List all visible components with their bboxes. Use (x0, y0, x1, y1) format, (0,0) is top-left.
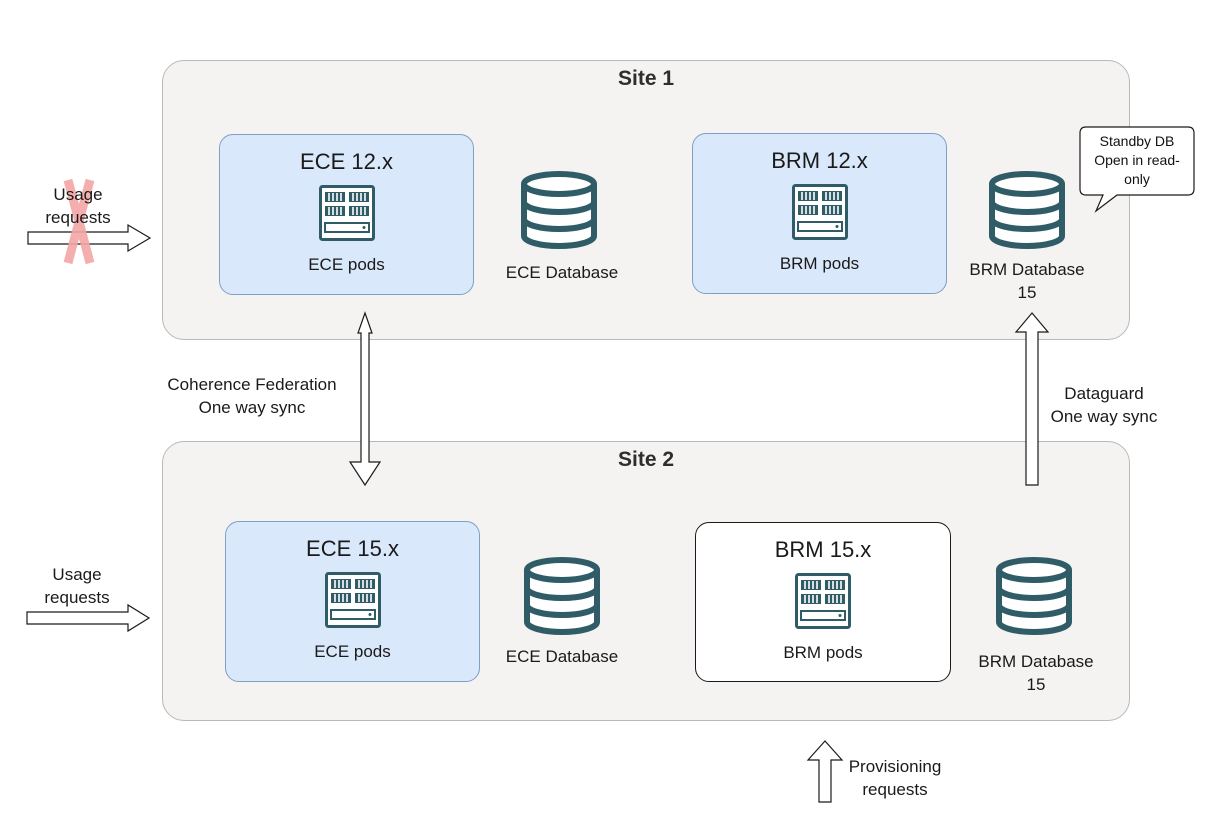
callout-line-1: Standby DB (1099, 133, 1175, 149)
usage-arrow-site-2 (26, 603, 151, 633)
server-icon (791, 184, 848, 245)
site-1-brm-database-label-line-1: BRM Database (969, 260, 1085, 279)
standby-db-callout (1079, 126, 1195, 213)
site-2-ece-pods-label: ECE pods (314, 642, 391, 661)
site-2-brm-pods-label: BRM pods (783, 643, 863, 662)
usage-arrow-site-1 (27, 223, 152, 253)
site-1-usage-line-1: Usage (53, 185, 103, 204)
site-2-ece-title: ECE 15.x (306, 536, 399, 561)
dataguard-label: Dataguard One way sync (1039, 382, 1169, 428)
coherence-sync-arrow (348, 311, 382, 487)
site-1-usage-requests-label: Usage requests (28, 183, 128, 229)
site-2-ece-database-icon (527, 560, 597, 632)
site-2-usage-requests-label: Usage requests (27, 563, 127, 609)
site-1-ece-database-icon (524, 174, 594, 246)
site-2-ece-database-label: ECE Database (505, 647, 619, 666)
provisioning-arrow (806, 740, 844, 803)
server-icon (318, 185, 375, 246)
provisioning-requests-label: Provisioning requests (835, 755, 955, 801)
site-2-brm-title: BRM 15.x (774, 537, 872, 562)
site-1-ece-title: ECE 12.x (300, 149, 393, 174)
site-2-usage-line-2: requests (44, 588, 110, 607)
callout-line-3: only (1124, 171, 1150, 187)
site-2-ece-box: ECE 15.x ECE pods (225, 521, 480, 682)
blocked-cross-icon (63, 178, 95, 265)
site-1-ece-pods-label: ECE pods (308, 255, 385, 274)
callout-line-2: Open in read- (1094, 152, 1180, 168)
server-icon (795, 573, 851, 634)
site-1-brm-database-label-line-2: 15 (1017, 283, 1037, 302)
dataguard-line-2: One way sync (1050, 407, 1158, 426)
site-1-usage-line-2: requests (45, 208, 111, 227)
site-1-brm-database-label: BRM Database 15 (952, 258, 1102, 304)
coherence-federation-label: Coherence Federation One way sync (142, 373, 362, 419)
site-2-brm-box: BRM 15.x BRM pods (695, 522, 951, 682)
standby-db-callout-text: Standby DB Open in read- only (1080, 132, 1194, 189)
server-icon (324, 572, 381, 633)
provisioning-line-2: requests (862, 780, 928, 799)
site-2-usage-line-1: Usage (52, 565, 102, 584)
dataguard-sync-arrow (1014, 312, 1050, 486)
site-1-brm-pods-label: BRM pods (779, 254, 860, 273)
provisioning-line-1: Provisioning (848, 757, 942, 776)
dataguard-line-1: Dataguard (1064, 384, 1144, 403)
site-2-brm-database-label-line-1: BRM Database (978, 652, 1094, 671)
site-1-ece-box: ECE 12.x ECE pods (219, 134, 474, 295)
site-2-title: Site 2 (617, 448, 675, 471)
site-2-brm-database-label-line-2: 15 (1026, 675, 1046, 694)
site-2-brm-database-label: BRM Database 15 (961, 650, 1111, 696)
site-1-brm-box: BRM 12.x BRM pods (692, 133, 947, 294)
site-1-brm-database-icon (992, 174, 1062, 246)
coherence-line-2: One way sync (198, 398, 306, 417)
site-2-brm-database-icon (999, 560, 1069, 632)
site-1-title: Site 1 (617, 67, 675, 90)
site-1-brm-title: BRM 12.x (771, 148, 868, 173)
site-1-ece-database-label: ECE Database (505, 263, 619, 282)
coherence-line-1: Coherence Federation (167, 375, 337, 394)
